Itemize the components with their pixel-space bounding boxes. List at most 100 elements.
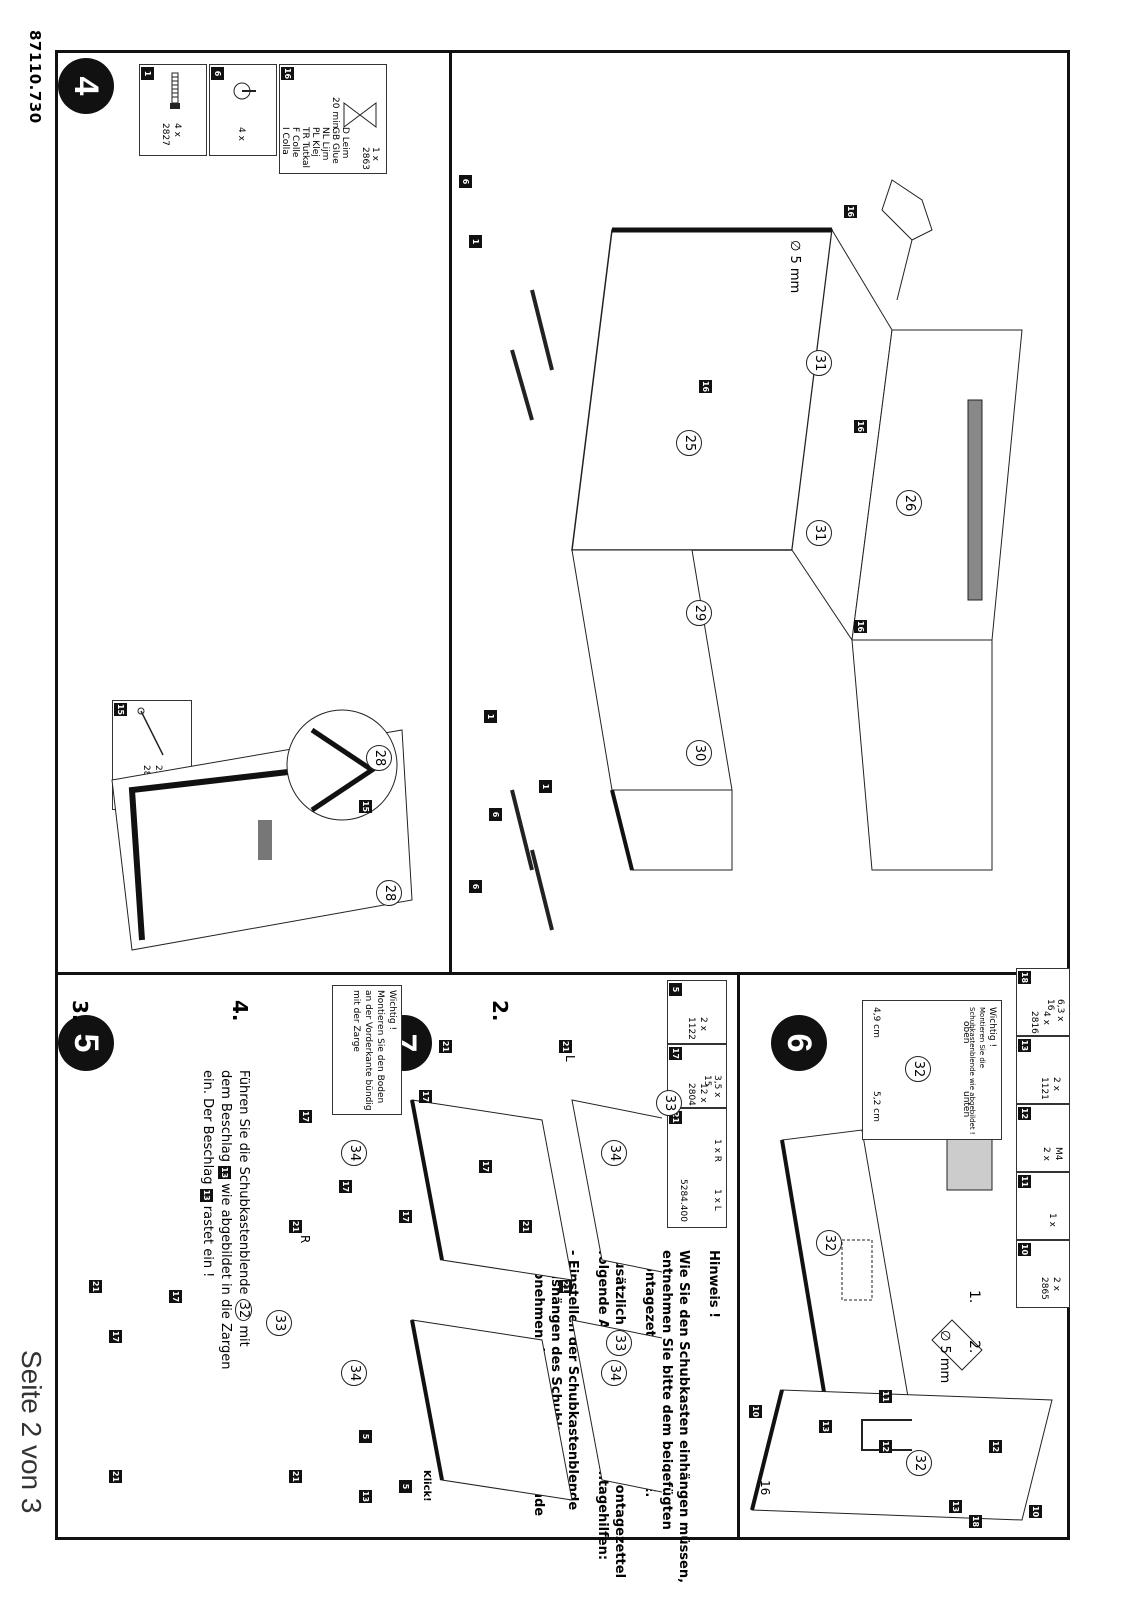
code-17: 17 [419, 1090, 432, 1103]
part-art: 5284.400 [678, 1179, 688, 1222]
screw-length-dim: 16 [758, 1480, 772, 1496]
klick-label: Klick! [421, 1470, 432, 1502]
hourglass-icon [343, 102, 377, 128]
step6-handle-panel [750, 1389, 1053, 1521]
code-16: 16 [844, 205, 857, 218]
drawer-bottom-34: 34 [341, 1140, 367, 1166]
code-17: 17 [399, 1210, 412, 1223]
divider-left-horizontal [449, 50, 452, 972]
part-circle-31a: 31 [806, 350, 832, 376]
code-21: 21 [439, 1040, 452, 1053]
divider-vertical [55, 972, 1070, 975]
code-1: 1 [539, 780, 552, 793]
code-16: 16 [854, 420, 867, 433]
part-circle-31b: 31 [806, 520, 832, 546]
glue-lang-3: NL Lijm [320, 127, 330, 161]
part-circle-30: 30 [686, 740, 712, 766]
drawer-box-drawings [410, 1099, 662, 1501]
drawer-back-33: 33 [606, 1330, 632, 1356]
glue-lang-6: F Colle [290, 127, 300, 158]
code-12: 12 [879, 1440, 892, 1453]
code-21: 21 [109, 1470, 122, 1483]
code-6: 6 [469, 880, 482, 893]
carcass-assembly-drawing [510, 179, 1023, 931]
hinweis-p1-1: Wie Sie den Schubkasten einhängen müssen… [676, 1250, 691, 1584]
glue-lang-7: I Colla [280, 127, 290, 155]
part-qty: 4 x [236, 127, 246, 141]
drawer-bottom-34: 34 [601, 1140, 627, 1166]
code-5: 5 [399, 1480, 412, 1493]
hinweis-title: Hinweis ! [706, 1250, 721, 1319]
code-16: 16 [854, 620, 867, 633]
part-code: 6 [211, 67, 224, 80]
code-16: 16 [699, 380, 712, 393]
part-circle-28: 28 [376, 880, 402, 906]
part-circle-28-detail: 28 [366, 745, 392, 771]
part-box-screw: 4 x 2827 1 [139, 64, 207, 156]
step-number-5: 5 [58, 1015, 114, 1071]
code-1: 1 [469, 235, 482, 248]
side-label-R: R [298, 1235, 312, 1244]
drawer-back-drawing [111, 709, 413, 951]
part-qty: 12 x [698, 1083, 708, 1103]
part-box-dowel: 4 x 6 [209, 64, 277, 156]
part-circle-32: 32 [906, 1450, 932, 1476]
part-art: 2827 [160, 123, 170, 146]
part-box-21: 1 x R 1 x L 5284.400 21 [667, 1108, 727, 1228]
code-17: 17 [109, 1330, 122, 1343]
code-15: 15 [359, 800, 372, 813]
part-qty: 4 x [172, 123, 182, 137]
part-code: 17 [669, 1047, 682, 1060]
part-code: 16 [281, 67, 294, 80]
nail-icon [137, 707, 164, 756]
code-18: 18 [969, 1515, 982, 1528]
code-5: 5 [359, 1430, 372, 1443]
code-21: 21 [519, 1220, 532, 1233]
code-21: 21 [289, 1470, 302, 1483]
part-box-nail: 25 x 2862 15 [112, 700, 192, 810]
part-qty-l: 1 x L [712, 1189, 722, 1211]
side-label-L: L [563, 1055, 577, 1062]
step7-substep-3: 3. [68, 1000, 92, 1022]
code-12: 12 [989, 1440, 1002, 1453]
part-qty: 2 x [698, 1017, 708, 1031]
code-6: 6 [489, 808, 502, 821]
note-line-4: mit der Zarge [351, 990, 361, 1052]
glue-lang-4: PL Klej [310, 127, 320, 157]
glue-lang-1: D Leim [340, 127, 350, 159]
part-circle-29: 29 [686, 600, 712, 626]
drawer-bottom-34: 34 [341, 1360, 367, 1386]
part-circle-26: 26 [896, 490, 922, 516]
code-13: 13 [359, 1490, 372, 1503]
drill-size-label: ∅ 5 mm [787, 240, 802, 294]
part-code: 5 [669, 983, 682, 996]
part-box-glue: 20 min. 1 x 2863 16 D Leim GB Glue NL Li… [279, 64, 387, 174]
document-number: 87110.730 [26, 30, 44, 124]
code-10: 10 [749, 1405, 762, 1418]
code-11: 11 [879, 1390, 892, 1403]
code-21: 21 [89, 1280, 102, 1293]
cam-icon [233, 82, 256, 100]
code-6: 6 [459, 175, 472, 188]
glue-lang-2: GB Glue [330, 127, 340, 164]
code-17: 17 [479, 1160, 492, 1173]
step-number-4: 4 [58, 58, 114, 114]
part-box-5: 2 x 1122 5 [667, 980, 727, 1044]
code-17: 17 [299, 1110, 312, 1123]
drawer-back-33: 33 [266, 1310, 292, 1336]
code-13: 13 [819, 1420, 832, 1433]
glue-lang-5: TR Tutkal [300, 127, 310, 169]
code-21: 21 [289, 1220, 302, 1233]
page-label: Seite 2 von 3 [16, 1350, 47, 1514]
code-21: 21 [559, 1280, 572, 1293]
code-10: 10 [1029, 1505, 1042, 1518]
glue-art: 2863 [360, 147, 370, 170]
screw-icon [170, 72, 180, 109]
part-circle-25: 25 [676, 430, 702, 456]
note-line-1: Wichtig ! [387, 990, 397, 1031]
code-1: 1 [484, 710, 497, 723]
part-qty-r: 1 x R [712, 1139, 722, 1163]
part-art: 2804 [686, 1083, 696, 1106]
drawer-bottom-34: 34 [601, 1360, 627, 1386]
drawer-back-33: 33 [656, 1090, 682, 1116]
